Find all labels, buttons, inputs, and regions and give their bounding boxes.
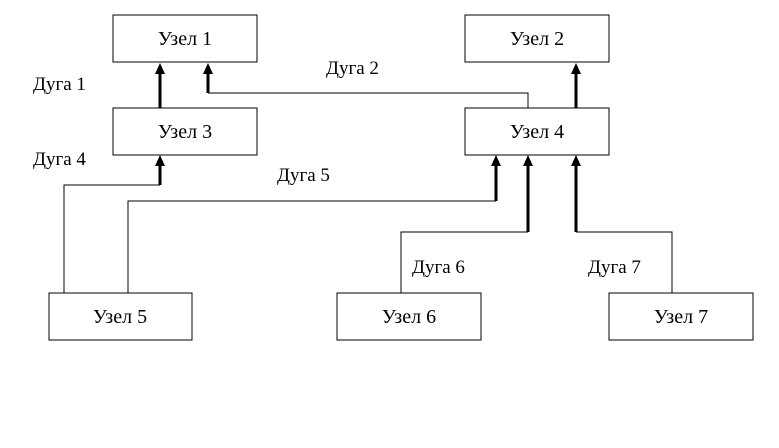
- arc-5-arrowhead: [491, 155, 501, 166]
- node-6-label: Узел 6: [382, 306, 436, 328]
- arc-5-label: Дуга 5: [277, 165, 330, 186]
- arc-6-label: Дуга 6: [412, 257, 465, 278]
- node-1-label: Узел 1: [158, 28, 212, 50]
- arc-6-arrowhead: [523, 155, 533, 166]
- node-5-label: Узел 5: [93, 306, 147, 328]
- arc-7-arrowhead: [571, 155, 581, 166]
- node-3: Узел 3: [112, 107, 258, 156]
- arc-5-connector: [127, 155, 501, 293]
- arc-2-arrowhead: [203, 63, 213, 74]
- node-7-label: Узел 7: [654, 306, 708, 328]
- arc-2-label: Дуга 2: [326, 58, 379, 79]
- arc-node4-node2-arrowhead: [571, 63, 581, 74]
- arc-4-arrowhead: [155, 155, 165, 166]
- node-6: Узел 6: [336, 292, 482, 341]
- node-7: Узел 7: [608, 292, 754, 341]
- node-5: Узел 5: [48, 292, 193, 341]
- node-4-label: Узел 4: [510, 121, 564, 143]
- arc-4-label: Дуга 4: [33, 149, 86, 170]
- node-3-label: Узел 3: [158, 121, 212, 143]
- arc-1-connector: [155, 63, 165, 108]
- node-2: Узел 2: [464, 14, 610, 63]
- node-2-label: Узел 2: [510, 28, 564, 50]
- arc-7-label: Дуга 7: [588, 257, 641, 278]
- arc-node4-node2-connector: [571, 63, 581, 108]
- arc-6-connector: [400, 155, 533, 293]
- arc-1-arrowhead: [155, 63, 165, 74]
- node-1: Узел 1: [112, 14, 258, 63]
- arc-7-connector: [571, 155, 673, 293]
- arc-1-label: Дуга 1: [33, 74, 86, 95]
- arc-4-connector: [63, 155, 165, 293]
- arc-2-connector: [203, 63, 529, 108]
- node-4: Узел 4: [464, 107, 610, 156]
